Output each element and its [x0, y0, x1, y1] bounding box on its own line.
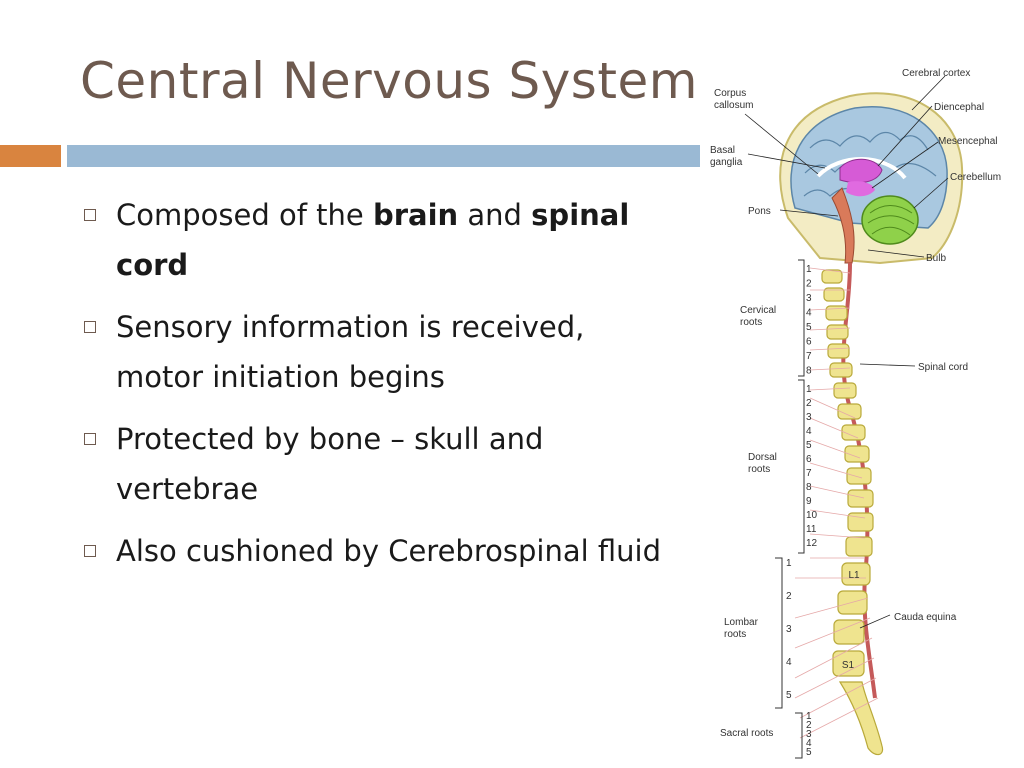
label-cauda-equina: Cauda equina: [894, 612, 957, 623]
cervical-number: 4: [806, 308, 812, 319]
square-bullet-icon: [84, 209, 96, 221]
square-bullet-icon: [84, 545, 96, 557]
lumbar-number: 5: [786, 690, 792, 701]
lumbar-number: 4: [786, 657, 792, 668]
label-basal-ganglia-1: Basal: [710, 145, 735, 156]
cervical-number: 7: [806, 351, 812, 362]
lumbar-number: 1: [786, 558, 792, 569]
label-diencephal: Diencephal: [934, 102, 984, 113]
bullet-item: Composed of the brain and spinal cord: [82, 190, 672, 290]
label-dorsal-roots-1: Dorsal: [748, 452, 777, 463]
label-cervical-roots-1: Cervical: [740, 305, 776, 316]
cervical-number: 1: [806, 264, 812, 275]
label-basal-ganglia-2: ganglia: [710, 157, 743, 168]
sacral-number: 5: [806, 747, 812, 758]
label-lombar-roots-1: Lombar: [724, 617, 759, 628]
label-sacral-roots: Sacral roots: [720, 728, 773, 739]
label-bulb: Bulb: [926, 253, 946, 264]
cervical-number: 3: [806, 293, 812, 304]
label-corpus-callosum-1: Corpus: [714, 88, 746, 99]
dorsal-number: 2: [806, 398, 812, 409]
square-bullet-icon: [84, 321, 96, 333]
label-mesencephal: Mesencephal: [938, 136, 997, 147]
label-cerebellum: Cerebellum: [950, 172, 1001, 183]
cerebellum-shape: [861, 195, 919, 245]
label-cerebral-cortex: Cerebral cortex: [902, 68, 970, 79]
bullet-item: Protected by bone – skull and vertebrae: [82, 414, 672, 514]
label-pons: Pons: [748, 206, 771, 217]
nerve-roots: [794, 267, 879, 739]
dorsal-number: 11: [806, 524, 817, 535]
bold-term: brain: [372, 198, 459, 232]
dorsal-number: 4: [806, 426, 812, 437]
label-lombar-roots-2: roots: [724, 629, 746, 640]
cervical-number: 6: [806, 337, 812, 348]
bullet-text: Also cushioned by Cerebrospinal fluid: [116, 534, 661, 568]
bold-term: spinal cord: [116, 198, 630, 282]
vertebra-mark-l1: L1: [848, 570, 860, 581]
dorsal-number: 1: [806, 384, 812, 395]
label-dorsal-roots-2: roots: [748, 464, 770, 475]
cervical-number: 5: [806, 322, 812, 333]
square-bullet-icon: [84, 433, 96, 445]
dorsal-number: 12: [806, 538, 818, 549]
cervical-number: 8: [806, 366, 812, 377]
dorsal-number: 10: [806, 510, 818, 521]
lumbar-number-group: 1 2 3 4 5: [786, 558, 792, 701]
label-corpus-callosum-2: callosum: [714, 100, 753, 111]
accent-bar: [0, 145, 61, 167]
bullet-text: Composed of the: [116, 198, 373, 232]
sacral-number: 2: [806, 720, 812, 731]
dorsal-number: 8: [806, 482, 812, 493]
label-spinal-cord: Spinal cord: [918, 362, 968, 373]
sacral-number: 3: [806, 729, 812, 740]
label-cervical-roots-2: roots: [740, 317, 762, 328]
lumbar-number: 2: [786, 591, 792, 602]
cervical-number: 2: [806, 279, 812, 290]
dorsal-number: 3: [806, 412, 812, 423]
cervical-number-group: 1 2 3 4 5 6 7 8: [806, 264, 812, 377]
bullet-text: Sensory information is received, motor i…: [116, 310, 585, 394]
dorsal-number: 9: [806, 496, 812, 507]
dorsal-number: 6: [806, 454, 812, 465]
sacral-number: 4: [806, 738, 812, 749]
brainstem-shape: [831, 187, 855, 264]
dorsal-number: 5: [806, 440, 812, 451]
vertebra-mark-s1: S1: [842, 660, 855, 671]
bullet-item: Sensory information is received, motor i…: [82, 302, 672, 402]
sacral-number: 1: [806, 711, 812, 722]
mesencephal-shape: [846, 181, 875, 197]
bullet-text: Protected by bone – skull and vertebrae: [116, 422, 544, 506]
slide-title: Central Nervous System: [80, 52, 698, 110]
lumbar-number: 3: [786, 624, 792, 635]
bullet-item: Also cushioned by Cerebrospinal fluid: [82, 526, 672, 576]
dorsal-number: 7: [806, 468, 812, 479]
bullet-text: and: [458, 198, 532, 232]
